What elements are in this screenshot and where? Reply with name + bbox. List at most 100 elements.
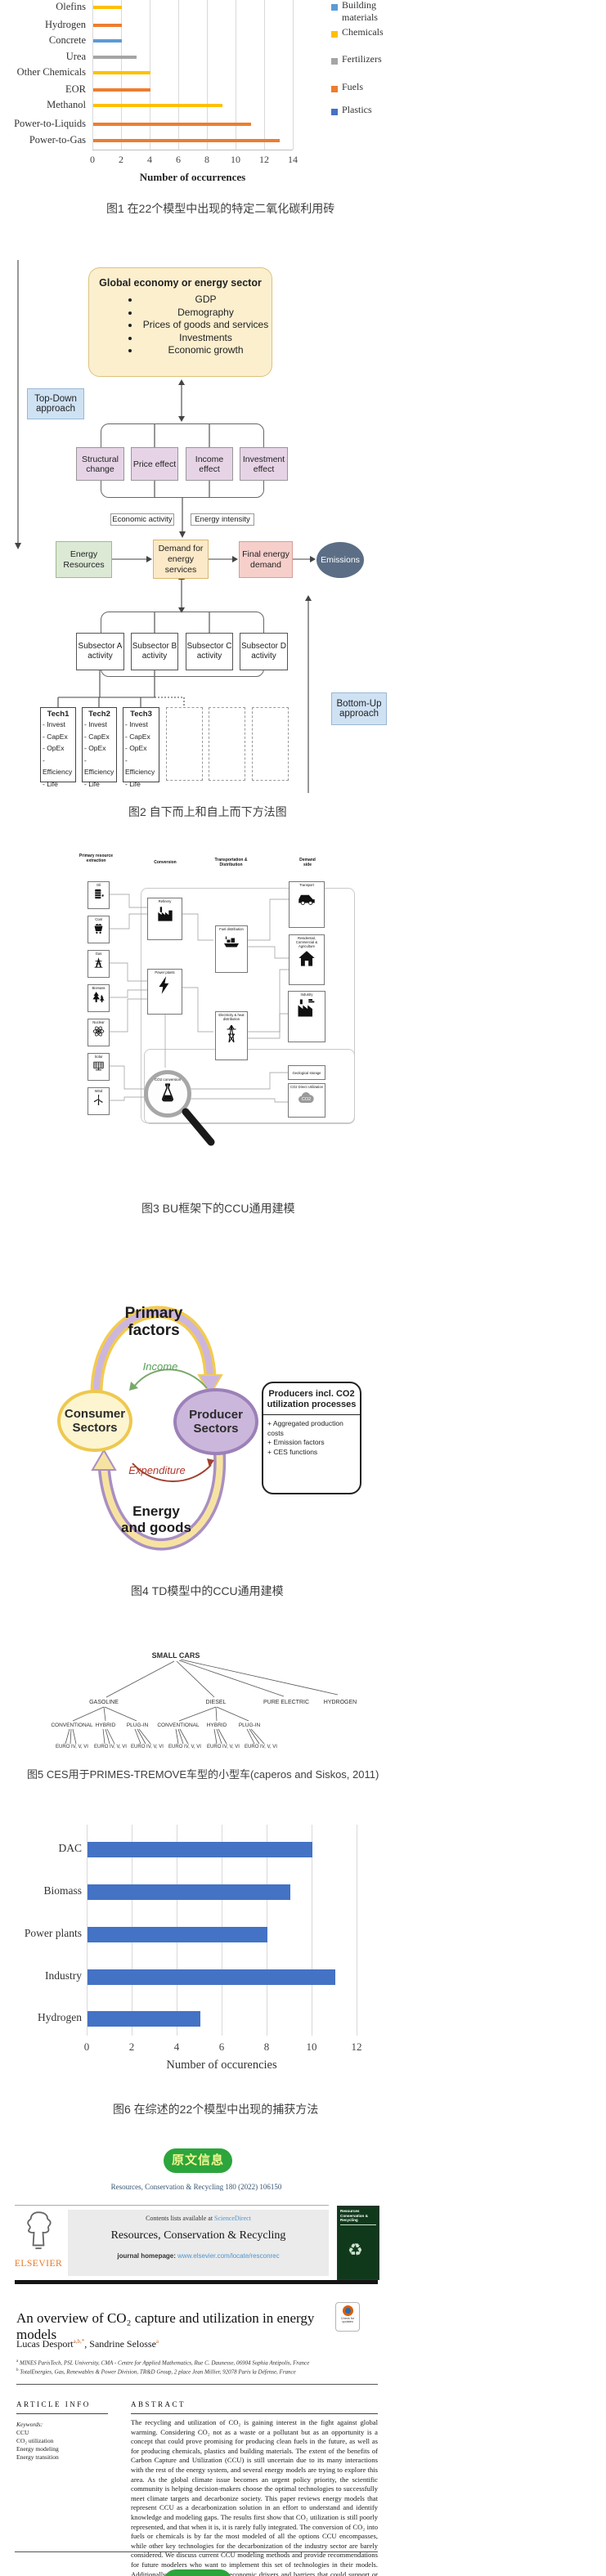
paper-authors: Lucas Desporta,b,*, Sandrine Selossea — [16, 2338, 360, 2350]
homepage-link[interactable]: www.elsevier.com/locate/resconrec — [177, 2252, 280, 2260]
category-label: EOR — [65, 83, 86, 95]
fig4-caption: 图4 TD模型中的CCU通用建模 — [131, 1584, 284, 1597]
flask-icon — [162, 1083, 173, 1102]
tech-item: - OpEx — [125, 744, 147, 752]
fig4-info-items: + Aggregated production costs+ Emission … — [263, 1415, 360, 1457]
legend-label: Building materials — [342, 0, 378, 23]
fig3-refinery-box: Refinery — [147, 898, 182, 940]
fig2-subsector-b: Subsector B activity — [131, 633, 178, 670]
car-icon — [299, 894, 315, 905]
bar — [88, 1926, 267, 1942]
category-label: Concrete — [48, 34, 86, 46]
legend-item: Fuels — [331, 81, 406, 108]
gridline — [264, 0, 265, 150]
fig3-fuel-distribution-box: Fuel distribution — [215, 925, 248, 973]
fig2-energy-intensity-label: Energy intensity — [191, 513, 254, 526]
biomass-trees-icon — [92, 992, 105, 1002]
tech-title: Tech3 — [130, 710, 152, 719]
fig3-col-transport: Transportation & Distribution — [214, 858, 248, 867]
fig5-caption: 图5 CES用于PRIMES-TREMOVE车型的小型车(caperos and… — [27, 1768, 379, 1781]
category-label: Power-to-Gas — [29, 133, 86, 146]
bottom-link-button-partial[interactable] — [164, 2569, 232, 2576]
fig2-subsector-a: Subsector A activity — [76, 633, 124, 670]
elsevier-tree-icon — [27, 2211, 52, 2250]
house-icon — [299, 951, 315, 966]
tech-item: - Efficiency — [84, 755, 114, 777]
bullet-item: GDP — [140, 293, 272, 307]
tick-label: 10 — [231, 154, 240, 165]
cover-title-line: Conservation & — [340, 2213, 368, 2218]
bar — [93, 56, 137, 59]
bar — [93, 123, 251, 126]
fig2-effect-price: Price effect — [131, 447, 178, 481]
tech-title: Tech1 — [47, 710, 70, 719]
fig3-industry-box: Industry — [288, 991, 325, 1042]
fig2-demand-box: Demand for energy services — [153, 540, 209, 579]
fig4-consumer-sectors-ellipse: Consumer Sectors — [57, 1390, 132, 1452]
bar — [88, 2010, 200, 2027]
fig5-diesel: DIESEL — [205, 1700, 227, 1705]
tech-item: - Invest — [43, 720, 65, 728]
bar — [93, 104, 222, 107]
tick-label: 0 — [90, 154, 95, 165]
author-1: Lucas Desport — [16, 2338, 74, 2350]
fig5-gasoline: GASOLINE — [89, 1700, 119, 1705]
fig5-leaf-5: EURO IV, V, VI — [245, 1745, 277, 1749]
tech-item: - Life — [125, 779, 141, 788]
power-plant-lightning-icon — [158, 976, 168, 994]
fig5-leaf-4: EURO IV, V, VI — [207, 1745, 240, 1749]
factory-icon — [298, 999, 315, 1017]
bullet-item: Investments — [140, 332, 272, 345]
author-1-sup: a,b,* — [73, 2338, 85, 2345]
affiliation-a: a MINES ParisTech, PSL University, CMA -… — [16, 2359, 310, 2367]
gridline — [178, 0, 179, 150]
journal-banner: Contents lists available at ScienceDirec… — [68, 2210, 329, 2276]
legend-label: Chemicals — [342, 26, 384, 38]
fig3-col-conversion: Conversion — [154, 860, 177, 865]
fig5-root: SMALL CARS — [151, 1651, 200, 1660]
fig4-producers-info-box: Producers incl. CO2 utilization processe… — [262, 1382, 361, 1494]
tech-item: - Life — [84, 779, 100, 788]
fig3-transport-box: Transport — [289, 881, 325, 928]
legend-label: Fuels — [342, 81, 364, 92]
fig6-caption: 图6 在综述的22个模型中出现的捕获方法 — [113, 2103, 319, 2116]
fig5-leaf-0: EURO IV, V, VI — [56, 1745, 88, 1749]
cover-title-line: Recycling — [340, 2218, 358, 2223]
tech-item: - CapEx — [125, 732, 150, 741]
fig2-top-down-box: Top-Down approach — [27, 388, 84, 419]
paper-title: An overview of CO₂ capture and utilizati… — [16, 2310, 315, 2342]
fig4-income-label: Income — [142, 1360, 178, 1373]
tick-label: 12 — [351, 2041, 362, 2053]
oil-barrel-icon — [95, 889, 104, 899]
fig5-leaf-2: EURO IV, V, VI — [131, 1745, 164, 1749]
fig2-global-bullets: GDPDemographyPrices of goods and service… — [89, 293, 272, 357]
author-2-sup: a — [155, 2338, 159, 2345]
legend-item: Chemicals — [331, 26, 406, 53]
sciencedirect-link[interactable]: ScienceDirect — [214, 2215, 251, 2222]
keyword-item: Energy modeling — [16, 2445, 59, 2453]
original-info-button[interactable]: 原文信息 — [164, 2148, 232, 2173]
fig6-x-axis-label: Number of occurencies — [166, 2059, 277, 2072]
affiliation-b: b TotalEnergies, Gas, Renewables & Power… — [16, 2368, 296, 2376]
fig5-l3-4: HYBRID — [206, 1723, 227, 1728]
contents-line: Contents lists available at ScienceDirec… — [68, 2215, 329, 2222]
category-label: DAC — [58, 1842, 82, 1855]
fig2-tech3-box: Tech3 - Invest- CapEx- OpEx- Efficiency-… — [123, 707, 159, 788]
fig3-col-primary: Primary resource extraction — [79, 853, 114, 863]
elsevier-logo: ELSEVIER — [11, 2209, 65, 2269]
tech-item: - CapEx — [84, 732, 110, 741]
fig3-co2-direct-box: CO2 Direct Utilization CO2 — [288, 1083, 325, 1118]
original-info-button-label: 原文信息 — [171, 2153, 224, 2167]
fig2-empty-tech-box — [209, 707, 245, 781]
fig2-effect-investment: Investment effect — [240, 447, 288, 481]
category-label: Hydrogen — [45, 18, 86, 30]
category-label: Power-to-Liquids — [14, 117, 86, 129]
check-for-updates-label: Check for updates — [340, 2317, 355, 2324]
solar-panel-icon — [93, 1061, 104, 1071]
cover-title-line: Resources — [340, 2209, 360, 2213]
fig2-tech1-box: Tech1 - Invest- CapEx- OpEx- Efficiency-… — [40, 707, 76, 788]
check-for-updates-badge[interactable]: Check for updates — [335, 2302, 360, 2332]
wind-turbine-icon — [93, 1095, 103, 1105]
tech-item: - Efficiency — [43, 755, 73, 777]
